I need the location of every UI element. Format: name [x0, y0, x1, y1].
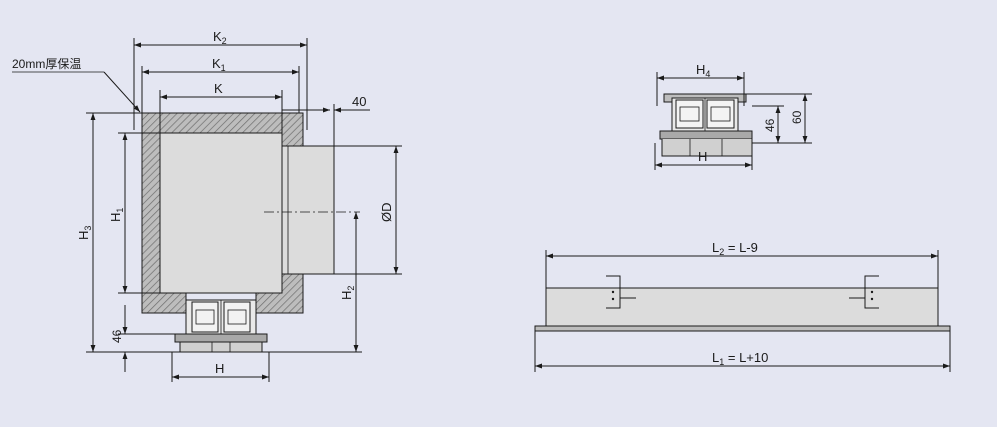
dim-h1-label: H1 [108, 208, 125, 222]
bracket-left [606, 275, 636, 309]
dim-60-label: 60 [790, 110, 804, 124]
dim-od-label: ØD [379, 203, 394, 223]
outlet-spigot [281, 145, 335, 275]
dim-46-top-label: 46 [763, 118, 777, 132]
dim-k1-label: K1 [212, 56, 226, 73]
side-view: L2 = L-9 L1 = L+10 [534, 240, 951, 372]
dim-h4-label: H4 [696, 62, 710, 79]
dim-40-label: 40 [352, 94, 366, 109]
dim-h-bottom-label: H [215, 361, 224, 376]
dim-46-left-label: 46 [110, 329, 124, 343]
dim-l1-label: L1 = L+10 [712, 350, 768, 367]
dim-h2-label: H2 [339, 286, 356, 300]
dim-k2-label: K2 [213, 29, 227, 46]
rail-profile-left [174, 299, 268, 353]
rail-detail-view: H4 46 60 H [654, 62, 812, 170]
dim-h-top-label: H [698, 149, 707, 164]
dim-k-label: K [214, 81, 223, 96]
base-rail-side [534, 325, 951, 332]
bracket-right [849, 275, 879, 309]
section-view: K2 K1 K 40 20mm厚保温 H3 H1 46 [12, 29, 402, 382]
dim-l2-label: L2 = L-9 [712, 240, 758, 257]
duct-side-body [545, 287, 939, 329]
dim-h3-label: H3 [76, 226, 93, 240]
duct-body [159, 132, 283, 294]
insulation-note: 20mm厚保温 [12, 57, 81, 71]
